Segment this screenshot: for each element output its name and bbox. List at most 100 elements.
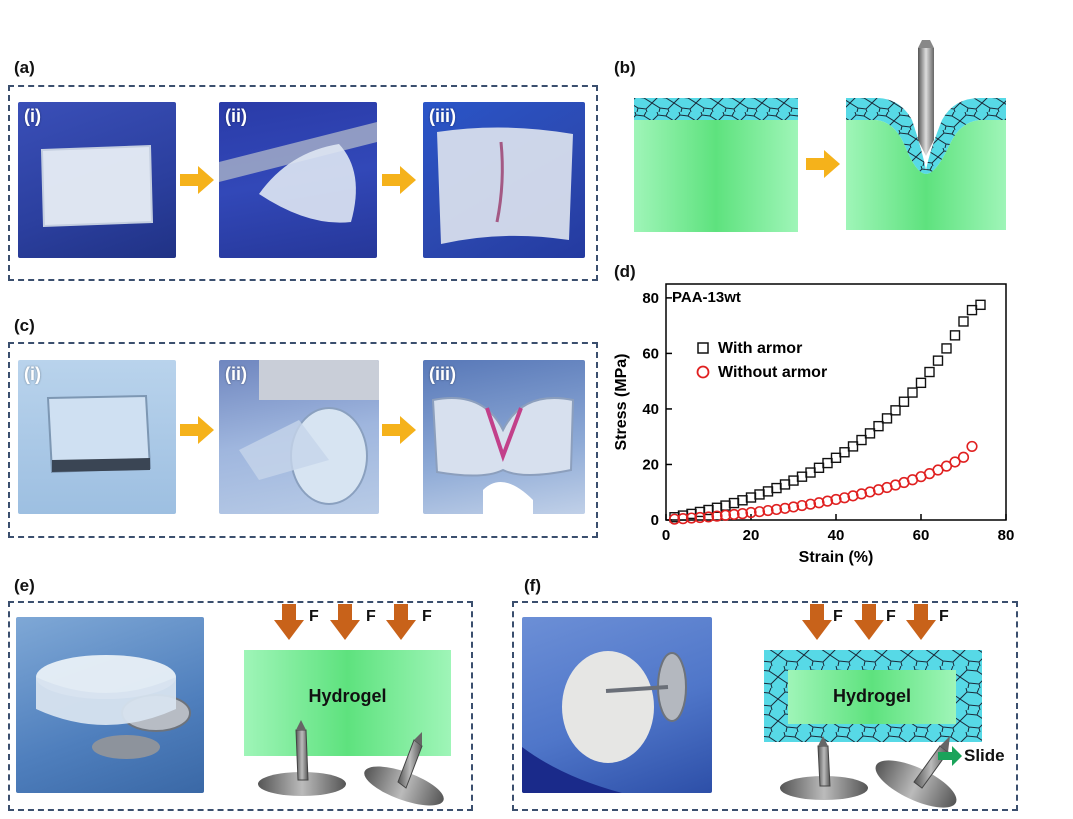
data-point-with-armor [805,467,816,478]
armor-indent-diagram [634,40,1006,232]
data-point-with-armor [822,457,833,469]
data-point-without-armor [702,511,715,523]
sub-label: (iii) [429,106,456,126]
data-point-with-armor [839,447,850,458]
slide-label: Slide [964,746,1005,765]
force-label: F [309,608,319,625]
sub-label: (iii) [429,364,456,384]
data-point-without-armor [719,509,732,521]
panel-b-label: (b) [614,58,636,77]
chart-annotation: PAA-13wt [672,289,741,306]
photo-f [522,617,712,793]
y-tick-label: 60 [642,345,659,362]
data-point-without-armor [770,503,783,516]
data-point-with-armor [898,396,910,407]
data-point-with-armor [881,413,893,424]
data-point-without-armor [685,512,698,524]
data-point-with-armor [737,495,748,506]
sub-label: (i) [24,364,41,384]
panel-c-label: (c) [14,316,35,335]
y-tick-label: 80 [642,290,659,307]
data-point-without-armor [668,513,681,525]
data-point-without-armor [779,502,791,514]
data-point-with-armor [720,500,731,511]
legend-label: With armor [718,340,802,357]
data-point-without-armor [821,495,834,507]
data-point-with-armor [941,343,952,354]
x-tick-label: 40 [828,527,845,544]
data-point-without-armor [694,511,706,524]
gel-cylinder-image [46,394,152,474]
panel-e-label: (e) [14,576,35,595]
data-point-with-armor [813,462,825,474]
data-point-with-armor [907,387,918,398]
panel-c-box [8,342,598,538]
arrow-right-icon [382,416,416,444]
data-point-without-armor [728,508,740,521]
force-label: F [939,608,949,625]
armored-tack-diagram [764,604,982,808]
data-point-without-armor [957,451,970,463]
panel-a-label: (a) [14,58,35,77]
data-point-without-armor [966,440,978,453]
data-point-with-armor [728,497,740,509]
panel-a-box [8,85,598,281]
data-point-without-armor [677,513,689,525]
data-point-with-armor [975,299,986,311]
data-point-with-armor [949,330,961,341]
data-point-without-armor [813,497,825,509]
arrow-right-icon [180,166,214,194]
data-point-with-armor [873,420,884,432]
data-point-without-armor [796,499,808,512]
y-tick-label: 40 [642,401,659,418]
data-point-with-armor [890,405,901,416]
data-point-without-armor [830,493,842,506]
data-point-without-armor [762,504,774,517]
photo-c-ii: (ii) [219,360,379,514]
data-point-with-armor [856,434,867,446]
data-point-with-armor [788,475,799,486]
panel-e-box [8,601,473,811]
blunt-tack-diagram [244,604,451,806]
photo-c-iii: (iii) [423,360,585,514]
arrow-right-icon [180,416,214,444]
data-point-without-armor [787,501,800,513]
sub-label: (ii) [225,364,247,384]
data-point-with-armor [830,452,842,464]
data-point-with-armor [924,366,935,378]
data-point-without-armor [711,510,723,522]
data-point-with-armor [958,316,969,327]
data-point-with-armor [745,492,757,503]
panel-d-label: (d) [614,262,636,281]
x-tick-label: 20 [743,527,760,544]
data-point-with-armor [966,304,978,316]
hydrogel-label: Hydrogel [308,686,387,706]
data-point-with-armor [796,471,808,482]
hydrogel-label: Hydrogel [832,686,911,706]
panel-f-label: (f) [524,576,541,595]
legend-marker-circle [696,365,710,379]
blade-on-gel-image [219,122,377,223]
data-point-with-armor [771,482,782,494]
blade-on-cylinder-image [239,360,379,505]
y-axis-label: Stress (MPa) [613,354,630,451]
data-point-without-armor [736,508,749,520]
arrow-right-icon [382,166,416,194]
data-point-with-armor [762,486,774,497]
gel-sheet-image [40,144,154,228]
photo-a-ii: (ii) [219,102,377,258]
bent-cylinder-image [431,397,575,514]
data-point-without-armor [753,506,766,518]
legend-marker-square [697,342,709,354]
sub-label: (ii) [225,106,247,126]
x-tick-label: 0 [662,527,670,544]
photo-a-i: (i) [18,102,176,258]
x-tick-label: 80 [998,527,1015,544]
data-point-with-armor [932,355,944,366]
force-label: F [833,608,843,625]
x-tick-label: 60 [913,527,930,544]
x-axis-label: Strain (%) [799,549,874,566]
gel-disk-on-tack-image [36,655,191,759]
data-point-without-armor [949,456,961,468]
